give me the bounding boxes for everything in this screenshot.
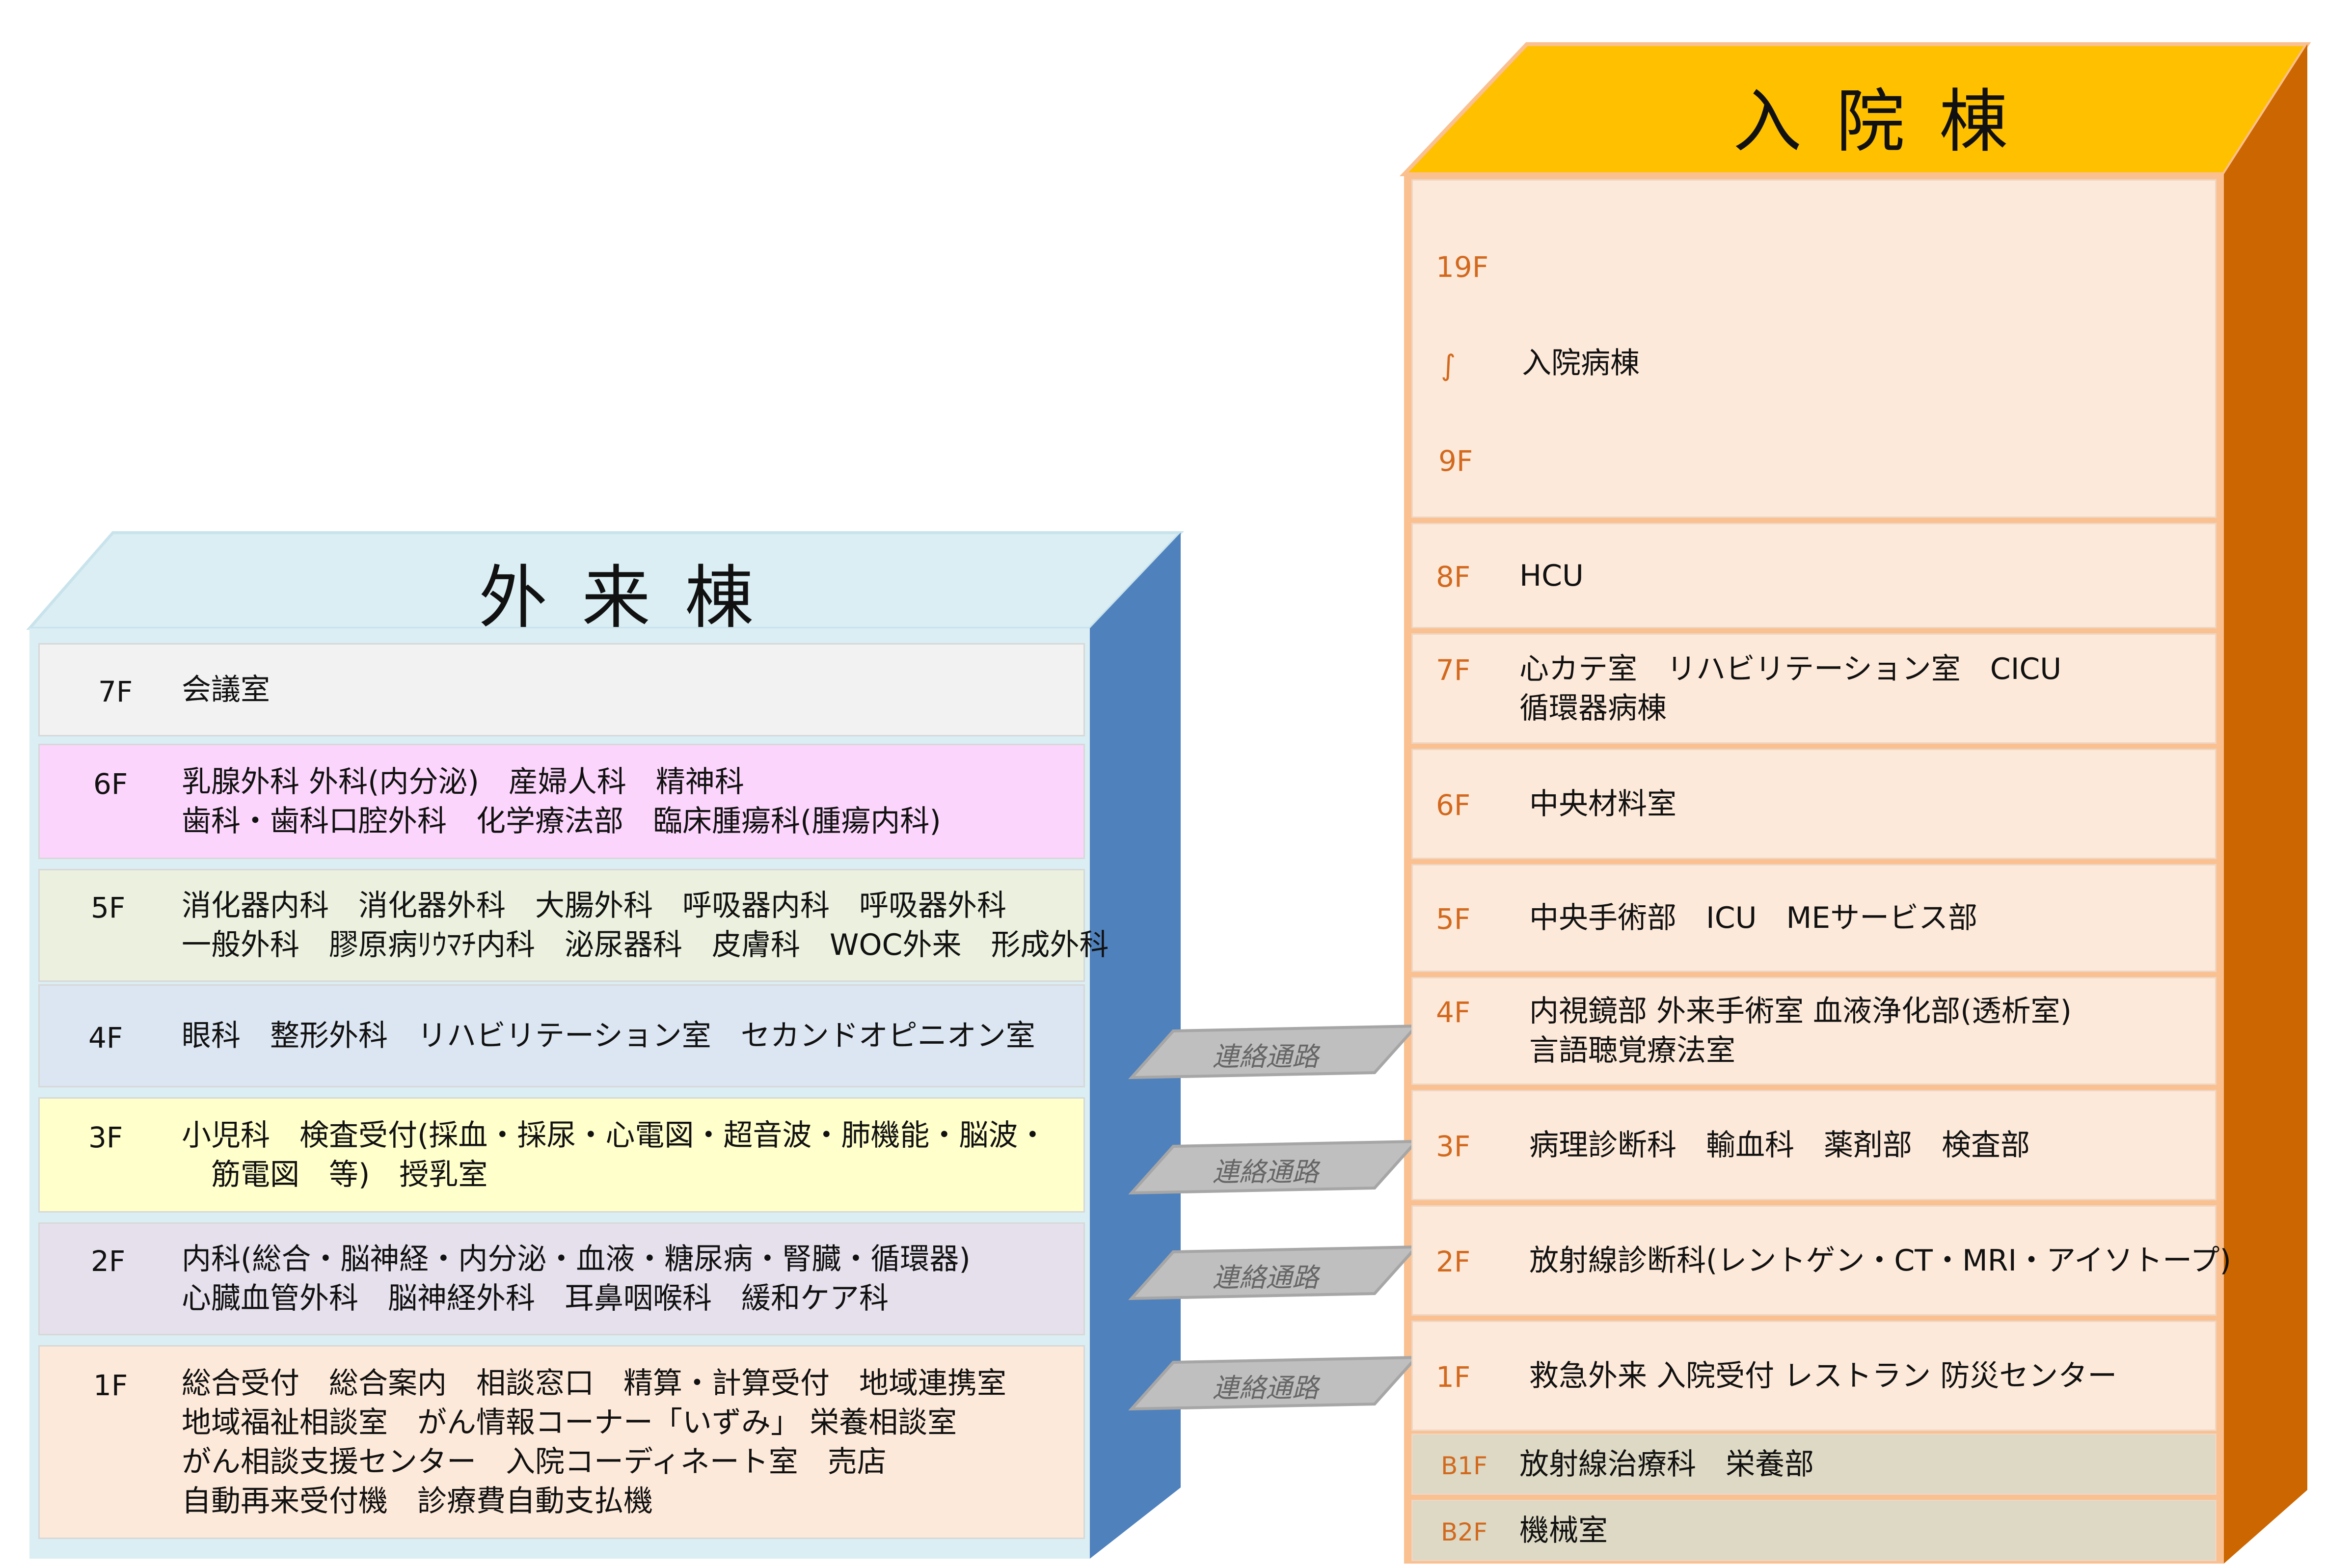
bridge-label: 連絡通路 xyxy=(1213,1373,1319,1404)
floor-label: 3F xyxy=(1436,1129,1471,1163)
floor-label: 1F xyxy=(1436,1360,1471,1394)
inpatient-floor-1f xyxy=(1411,1321,2217,1431)
floor-description-line: 眼科 整形外科 リハビリテーション室 セカンドオピニオン室 xyxy=(182,1019,1035,1053)
bridge-walkway xyxy=(1128,1245,1420,1300)
floor-label: B1F xyxy=(1441,1451,1487,1480)
ward-top-floor-label: 19F xyxy=(1436,250,1489,284)
floor-description-line: 放射線診断科(レントゲン・CT・MRI・アイソトープ) xyxy=(1529,1243,2231,1278)
floor-description-line: 放射線治療科 栄養部 xyxy=(1519,1447,1814,1482)
floor-description-line: 小児科 検査受付(採血・採尿・心電図・超音波・肺機能・脳波・ xyxy=(182,1118,1048,1153)
floor-label: 8F xyxy=(1436,560,1471,594)
floor-description-line: 一般外科 膠原病ﾘｳﾏﾁ内科 泌尿器科 皮膚科 WOC外来 形成外科 xyxy=(182,928,1109,962)
bridge-walkway xyxy=(1128,1024,1420,1080)
floor-label: 4F xyxy=(88,1021,123,1054)
bridge-label: 連絡通路 xyxy=(1213,1157,1319,1188)
floor-description-line: がん相談支援センター 入院コーディネート室 売店 xyxy=(182,1444,887,1479)
inpatient-floor-6f xyxy=(1411,749,2217,859)
floor-description-line: HCU xyxy=(1519,558,1584,593)
floor-description-line: 消化器内科 消化器外科 大腸外科 呼吸器内科 呼吸器外科 xyxy=(182,889,1006,923)
floor-label: 1F xyxy=(93,1368,128,1402)
floor-label: 6F xyxy=(93,767,128,801)
floor-description-line: 歯科・歯科口腔外科 化学療法部 臨床腫瘍科(腫瘍内科) xyxy=(182,804,941,838)
floor-description-line: 言語聴覚療法室 xyxy=(1529,1033,1735,1068)
floor-label: 2F xyxy=(91,1244,126,1278)
bridge-label: 連絡通路 xyxy=(1213,1262,1319,1293)
floor-description-line: 循環器病棟 xyxy=(1519,691,1667,726)
outpatient-building-title: 外来棟 xyxy=(479,558,788,638)
floor-description-line: 会議室 xyxy=(182,673,270,707)
inpatient-side-wall xyxy=(2224,44,2307,1564)
inpatient-floor-3f xyxy=(1411,1090,2217,1200)
inpatient-floor-19f xyxy=(1411,179,2217,518)
floor-label: 7F xyxy=(98,675,133,708)
outpatient-side-wall xyxy=(1090,533,1181,1559)
inpatient-floor-4f xyxy=(1411,977,2217,1085)
inpatient-floor-5f xyxy=(1411,864,2217,972)
floor-label: 2F xyxy=(1436,1244,1471,1278)
floor-description-line: 機械室 xyxy=(1519,1513,1608,1548)
floor-description-line: 病理診断科 輸血科 薬剤部 検査部 xyxy=(1529,1128,2030,1162)
outpatient-floor-5f xyxy=(38,869,1085,982)
floor-description-line: 心カテ室 リハビリテーション室 CICU xyxy=(1519,651,2062,686)
floor-label: 5F xyxy=(91,891,126,924)
floor-description-line: 中央手術部 ICU MEサービス部 xyxy=(1529,901,1978,935)
floor-label: 5F xyxy=(1436,902,1471,936)
ward-bottom-floor-label: 9F xyxy=(1438,444,1473,478)
outpatient-floor-1f xyxy=(38,1345,1085,1539)
outpatient-floor-7f xyxy=(38,643,1085,736)
inpatient-floor-8f xyxy=(1411,523,2217,628)
floor-description-line: 内視鏡部 外来手術室 血液浄化部(透析室) xyxy=(1529,994,2072,1028)
floor-label: 6F xyxy=(1436,788,1471,822)
outpatient-floor-6f xyxy=(38,744,1085,859)
inpatient-floor-b2f xyxy=(1411,1500,2217,1561)
floor-description-line: 内科(総合・脳神経・内分泌・血液・糖尿病・腎臓・循環器) xyxy=(182,1242,971,1276)
outpatient-floor-3f xyxy=(38,1097,1085,1213)
ward-range-symbol: ∫ xyxy=(1441,349,1456,382)
floor-description-line: 総合受付 総合案内 相談窓口 精算・計算受付 地域連携室 xyxy=(182,1366,1006,1401)
outpatient-floor-2f xyxy=(38,1222,1085,1335)
floor-label: 4F xyxy=(1436,996,1471,1029)
floor-label: B2F xyxy=(1441,1517,1487,1546)
inpatient-building-title: 入院棟 xyxy=(1733,82,2043,162)
bridge-walkway xyxy=(1128,1355,1420,1411)
floor-description-line: 自動再来受付機 診療費自動支払機 xyxy=(182,1484,653,1518)
floor-label: 7F xyxy=(1436,653,1471,687)
inpatient-floor-2f xyxy=(1411,1205,2217,1316)
inpatient-floor-b1f xyxy=(1411,1433,2217,1495)
floor-description-line: 地域福祉相談室 がん情報コーナー「いずみ」 栄養相談室 xyxy=(182,1405,957,1440)
bridge-label: 連絡通路 xyxy=(1213,1041,1319,1072)
floor-description-line: 中央材料室 xyxy=(1529,786,1676,821)
bridge-walkway xyxy=(1128,1139,1420,1195)
outpatient-floor-4f xyxy=(38,984,1085,1087)
inpatient-floor-7f xyxy=(1411,633,2217,744)
floor-label: 3F xyxy=(88,1120,123,1154)
floor-description-line: 心臓血管外科 脳神経外科 耳鼻咽喉科 緩和ケア科 xyxy=(182,1281,889,1316)
floor-description-line: 乳腺外科 外科(内分泌) 産婦人科 精神科 xyxy=(182,764,744,799)
floor-description-line: 筋電図 等) 授乳室 xyxy=(182,1157,488,1192)
floor-description-line: 救急外来 入院受付 レストラン 防災センター xyxy=(1529,1358,2117,1393)
ward-description: 入院病棟 xyxy=(1522,346,1640,380)
